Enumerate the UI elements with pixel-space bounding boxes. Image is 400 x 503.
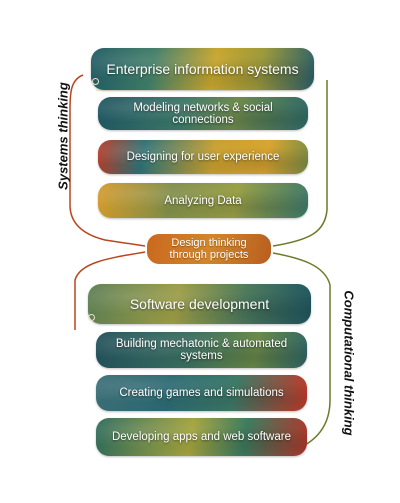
systems-thinking-label: Systems thinking (55, 82, 71, 190)
designing-user-experience-bar: Designing for user experience (98, 140, 308, 174)
left-bracket-line (69, 74, 146, 247)
hub-line-1: Design thinking (171, 237, 247, 249)
analyzing-data-label: Analyzing Data (164, 194, 242, 207)
building-mechatonic-label: Building mechatonic & automated systems (115, 338, 288, 362)
left-lower-line (74, 251, 146, 330)
creating-games-bar: Creating games and simulations (96, 375, 307, 411)
software-ring-marker (88, 314, 95, 321)
software-development-bar: Software development (88, 284, 311, 324)
enterprise-information-systems-bar: Enterprise information systems (91, 48, 314, 90)
developing-apps-label: Developing apps and web software (111, 431, 291, 443)
analyzing-data-bar: Analyzing Data (98, 183, 308, 218)
modeling-networks-label: Modeling networks & social connections (133, 101, 273, 126)
computational-thinking-label: Computational thinking (341, 290, 357, 436)
right-bracket-line (272, 252, 331, 446)
enterprise-ring-marker (92, 78, 99, 85)
enterprise-information-systems-label: Enterprise information systems (106, 61, 299, 77)
designing-user-experience-label: Designing for user experience (126, 151, 280, 163)
modeling-networks-bar: Modeling networks & social connections (98, 97, 308, 130)
right-upper-line (272, 80, 328, 247)
creating-games-label: Creating games and simulations (119, 387, 284, 399)
software-development-label: Software development (129, 296, 270, 312)
hub-line-2: through projects (169, 249, 249, 261)
design-thinking-hub: Design thinking through projects (147, 234, 271, 264)
building-mechatonic-bar: Building mechatonic & automated systems (96, 332, 307, 368)
developing-apps-bar: Developing apps and web software (96, 418, 307, 456)
